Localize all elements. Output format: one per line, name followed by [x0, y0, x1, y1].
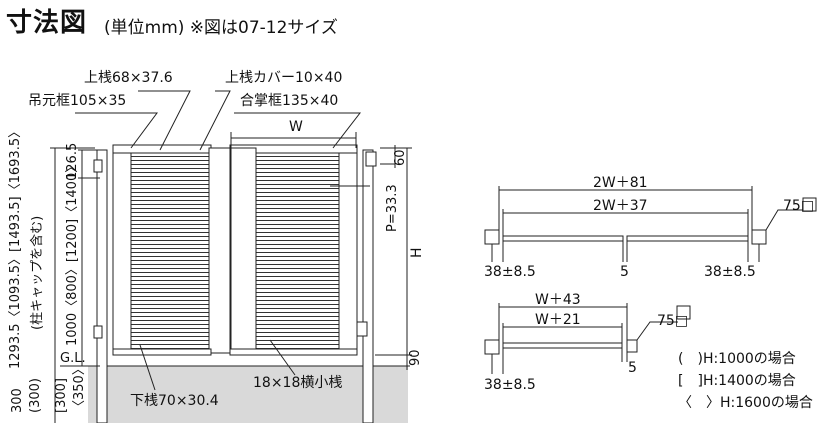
ground-level-label: G.L.	[60, 351, 86, 366]
left-slat-panel	[130, 152, 210, 350]
left-meeting-frame	[208, 147, 231, 354]
page-title: 寸法図	[6, 8, 88, 38]
page-subtitle: (単位mm) ※図は07-12サイズ	[104, 18, 338, 38]
plan-top-left-leaf	[502, 235, 624, 242]
legend-text: H:1000の場合	[702, 351, 796, 367]
hinge-bottom-right	[356, 321, 368, 337]
plan-top-left-post	[484, 229, 500, 245]
right-bottom-rail	[229, 348, 358, 356]
top-rail-cover-label: 上桟カバー10×40	[225, 70, 343, 86]
hinge-top-left	[93, 159, 103, 173]
right-post	[362, 149, 374, 423]
plan-bottom-left-post	[484, 339, 500, 355]
slat-label: 18×18横小桟	[253, 375, 343, 391]
plan-bottom-outer-width-label: W＋43	[535, 292, 581, 308]
legend-text: H:1600の場合	[720, 395, 813, 411]
plan-top-post-size-label: 75□	[783, 198, 815, 214]
plan-bottom-inner-width-label: W＋21	[535, 312, 581, 328]
left-post	[96, 149, 108, 423]
legend-bracket: [ ]	[678, 373, 703, 389]
plan-top-right-leaf	[626, 235, 749, 242]
plan-bottom-left-offset-label: 38±8.5	[484, 377, 536, 393]
hinge-top-right	[365, 151, 377, 167]
top-rail-label: 上桟68×37.6	[84, 70, 173, 86]
plan-top-inner-width-label: 2W＋37	[593, 198, 648, 214]
legend-item: [ ]H:1400の場合	[678, 370, 796, 390]
legend-bracket: ( )	[678, 351, 703, 367]
legend-bracket: 〈 〉	[678, 395, 720, 411]
width-label: W	[289, 119, 303, 135]
ground-area	[88, 366, 408, 423]
legend-text: H:1400の場合	[702, 373, 796, 389]
plan-bottom-leaf	[502, 342, 623, 349]
plan-top-right-offset-label: 38±8.5	[704, 264, 756, 280]
bottom-rail-label: 下桟70×30.4	[130, 393, 219, 409]
hanging-frame-label: 吊元框105×35	[28, 93, 127, 109]
plan-top-left-offset-label: 38±8.5	[484, 264, 536, 280]
meeting-frame-label: 合掌框135×40	[240, 93, 339, 109]
plan-bottom-end-gap-label: 5	[628, 360, 637, 376]
legend-item: 〈 〉H:1600の場合	[678, 392, 813, 412]
hinge-bottom-left	[93, 325, 103, 339]
plan-top-center-gap-label: 5	[620, 264, 629, 280]
legend-item: ( )H:1000の場合	[678, 348, 796, 368]
plan-bottom-stop	[626, 339, 638, 353]
right-slat-panel	[255, 152, 340, 350]
plan-top-right-post	[751, 229, 767, 245]
plan-bottom-post-size-label: 75□	[657, 313, 689, 329]
plan-top-outer-width-label: 2W＋81	[593, 175, 648, 191]
left-bottom-rail	[112, 348, 212, 356]
